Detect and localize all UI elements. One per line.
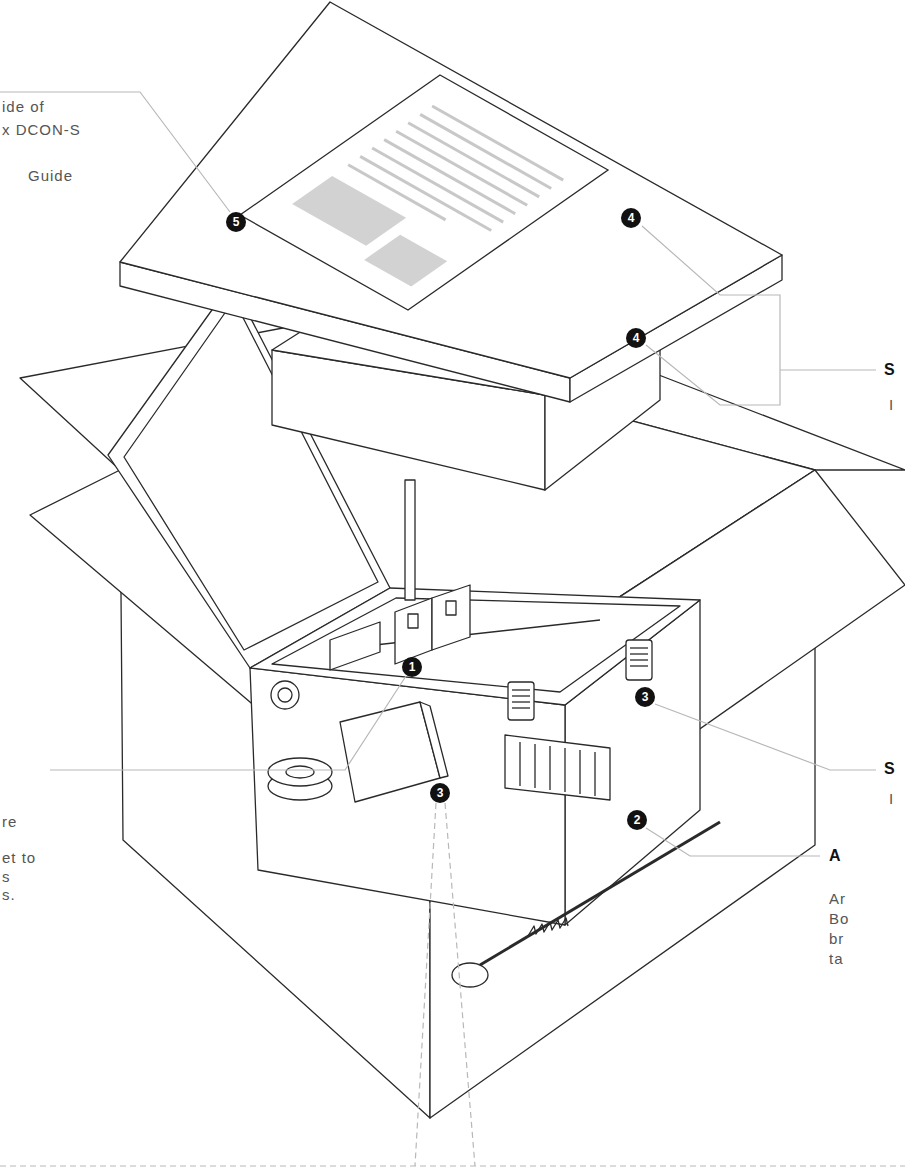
leader-line [50, 676, 406, 770]
callout-heading: S [884, 760, 895, 778]
callout-number: 2 [627, 810, 647, 830]
antenna [480, 822, 720, 965]
sensor-bracket [420, 702, 448, 778]
antenna [528, 918, 568, 936]
breaker-right [432, 585, 470, 650]
label-plate [505, 735, 610, 800]
document-box [120, 2, 782, 378]
callout-text: I [889, 790, 894, 808]
callout-number: 5 [226, 212, 246, 232]
latch [626, 640, 652, 680]
latch [630, 659, 648, 660]
cable-gland [271, 681, 299, 709]
enclosure-rim [250, 588, 700, 705]
latch [630, 653, 648, 654]
leader-lines [0, 92, 876, 856]
breaker-left [395, 598, 432, 664]
latch [508, 682, 534, 720]
document-box [120, 2, 782, 402]
latch [512, 689, 530, 690]
callout-text: x DCON-S [2, 121, 81, 139]
callout-text: s [2, 868, 11, 886]
guide-sheet [240, 75, 608, 310]
callout-text: Ar [829, 890, 846, 908]
cable-gland [271, 681, 299, 709]
detail-dashed-lines [0, 803, 905, 1166]
leader-line [646, 828, 820, 856]
terminal-block [330, 622, 380, 670]
guide-sheet [240, 75, 608, 310]
leader-line [642, 226, 780, 405]
guide-sheet [292, 176, 406, 246]
antenna [452, 822, 720, 987]
callout-heading: S [884, 361, 895, 379]
callout-text: Bo [829, 910, 849, 928]
label-plate [505, 735, 610, 800]
enclosure-front-face [250, 668, 565, 925]
callout-text: I [889, 396, 894, 414]
power-cable [405, 480, 415, 600]
callout-number: 3 [635, 687, 655, 707]
carton [20, 300, 905, 1118]
callout-number: 1 [402, 657, 422, 677]
cable-gland [278, 688, 292, 702]
guide-sheet [408, 123, 539, 197]
current-transformer [268, 758, 332, 786]
label-plate [534, 744, 535, 788]
callout-text: et to [2, 849, 36, 867]
guide-sheet [384, 140, 515, 214]
latch [630, 665, 648, 666]
antenna [452, 963, 488, 987]
callout-number: 4 [621, 208, 641, 228]
breaker-toggle [446, 601, 456, 615]
callout-text: br [829, 930, 844, 948]
leader-line [0, 92, 230, 212]
callout-heading: A [829, 847, 841, 865]
label-plate [594, 752, 595, 796]
label-plate [549, 746, 550, 790]
guide-sheet [396, 131, 527, 205]
latch [512, 707, 530, 708]
leader-line [780, 369, 876, 370]
callout-text: ta [829, 950, 844, 968]
current-transformer [286, 766, 314, 778]
callout-text: s. [2, 886, 16, 904]
latch [630, 647, 648, 648]
callout-text: Guide [28, 167, 73, 185]
enclosure-opening [272, 598, 680, 692]
label-plate [579, 750, 580, 794]
callout-number: 4 [626, 328, 646, 348]
callout-text: re [2, 813, 17, 831]
enclosure [250, 480, 700, 925]
current-transformer [268, 758, 332, 800]
leader-line [655, 704, 876, 770]
accessories [268, 702, 720, 987]
guide-sheet [420, 114, 551, 188]
latch [512, 701, 530, 702]
guide-sheet [432, 106, 563, 180]
callout-number: 3 [430, 783, 450, 803]
label-plate [519, 742, 520, 786]
guide-sheet [364, 235, 447, 287]
label-plate [564, 748, 565, 792]
breaker-toggle [408, 614, 418, 628]
callout-text: ide of [2, 98, 45, 116]
latch [512, 695, 530, 696]
latch [508, 682, 534, 720]
detail-dashed-lines [0, 1165, 905, 1166]
latch [626, 640, 652, 680]
detail-dashed-lines [445, 803, 475, 1166]
detail-dashed-lines [415, 803, 436, 1166]
